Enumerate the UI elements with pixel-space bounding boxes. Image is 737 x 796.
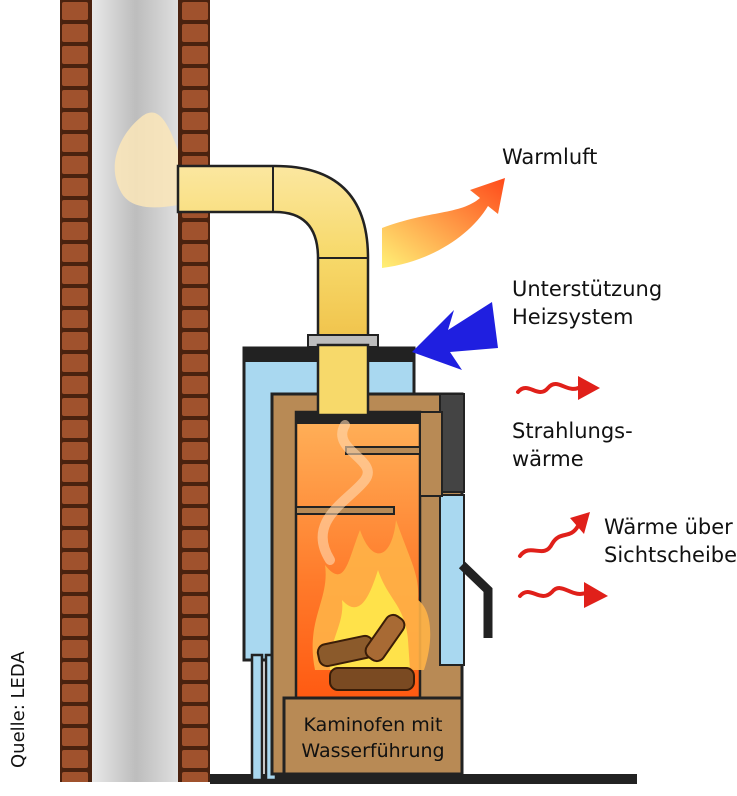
red-heat-wave-arrow — [570, 512, 590, 534]
stove-door-panel — [439, 393, 465, 493]
red-heat-wave-arrow — [518, 586, 590, 598]
label-stove-1: Kaminofen mit — [303, 714, 443, 736]
label-stove-2: Wasserführung — [301, 740, 445, 762]
red-heat-wave-arrow — [584, 582, 608, 608]
label-window-heat-1: Wärme über — [604, 515, 733, 539]
label-radiant-heat-2: wärme — [512, 447, 584, 471]
smoke-curl — [317, 420, 373, 565]
red-heat-wave-arrow — [518, 524, 580, 558]
source-credit: Quelle: LEDA — [8, 651, 29, 768]
chimney-flue — [92, 0, 180, 782]
brick-wall-right — [178, 0, 210, 782]
label-heating-support-1: Unterstützung — [512, 277, 663, 301]
smoke-in-chimney — [114, 112, 178, 208]
firewood-logs — [316, 613, 415, 691]
blue-water-arrow — [412, 302, 498, 370]
label-heating-support-2: Heizsystem — [512, 305, 634, 329]
label-stove: Kaminofen mit Wasserführung — [290, 712, 456, 764]
label-warm-air: Warmluft — [502, 145, 598, 169]
red-heat-wave-arrow — [516, 382, 584, 394]
label-window-heat-2: Sichtscheibe — [604, 543, 737, 567]
brick-wall-left — [60, 0, 92, 782]
red-heat-wave-arrow — [578, 376, 600, 400]
label-radiant-heat-1: Strahlungs- — [512, 419, 633, 443]
water-pipe-1 — [250, 653, 264, 782]
floor — [210, 774, 637, 784]
warm-air-arrow — [382, 178, 505, 268]
door-handle — [458, 561, 493, 638]
ash-drawer — [282, 696, 464, 776]
baffle-lower — [295, 506, 395, 515]
stove-door-glass — [439, 494, 465, 666]
